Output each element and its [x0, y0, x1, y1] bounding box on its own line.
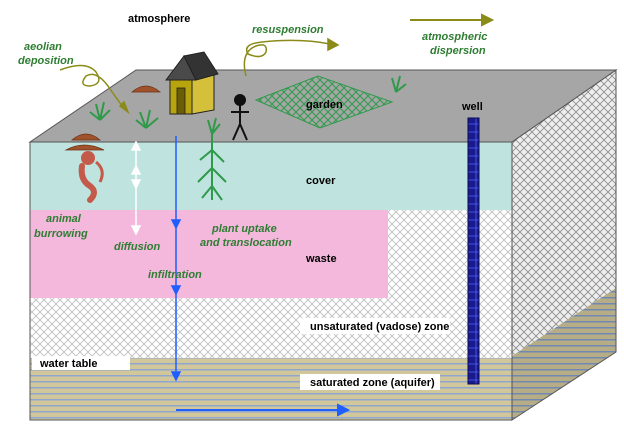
dispersion-label: dispersion — [430, 45, 486, 57]
plant-roots-icon — [197, 117, 227, 201]
atmospheric-dispersion-arrow — [410, 13, 495, 27]
well-label: well — [461, 101, 483, 113]
aeolian-deposition-arrow — [59, 64, 130, 115]
person-icon — [231, 94, 249, 141]
resuspension-arrow — [243, 37, 340, 77]
translocation-label: and translocation — [200, 237, 292, 249]
waste-layer — [30, 210, 388, 298]
well-shaft — [467, 117, 480, 385]
plant-uptake-label: plant uptake — [211, 223, 277, 235]
animal-burrow-icon — [78, 151, 104, 203]
right-side-face — [511, 69, 617, 421]
cover-layer — [30, 142, 512, 210]
unsaturated-zone-label: unsaturated (vadose) zone — [310, 321, 449, 333]
resuspension-label: resuspension — [252, 24, 324, 36]
mound-icons — [64, 85, 162, 151]
infiltration-label: infiltration — [148, 269, 202, 281]
burrowing-label: burrowing — [34, 228, 88, 240]
grass-icons — [89, 75, 407, 129]
groundwater-flow-arrow — [176, 403, 351, 417]
water-table-label-box — [32, 356, 130, 370]
waste-label: waste — [305, 253, 337, 265]
deposition-label: deposition — [18, 55, 74, 67]
animal-label: animal — [46, 213, 82, 225]
cover-label: cover — [306, 175, 336, 187]
garden-label: garden — [306, 99, 343, 111]
unsaturated-label-box — [300, 318, 450, 334]
diffusion-arrow — [130, 140, 142, 236]
saturated-label-box — [300, 374, 440, 390]
house-icon — [165, 51, 219, 115]
water-table-label: water table — [39, 358, 97, 370]
saturated-zone-label: saturated zone (aquifer) — [310, 377, 435, 389]
infiltration-arrow — [170, 136, 182, 382]
garden-plot — [254, 75, 394, 129]
diffusion-label: diffusion — [114, 241, 161, 253]
aeolian-label: aeolian — [24, 41, 62, 53]
atmospheric-label: atmospheric — [422, 31, 487, 43]
atmosphere-label: atmosphere — [128, 13, 190, 25]
